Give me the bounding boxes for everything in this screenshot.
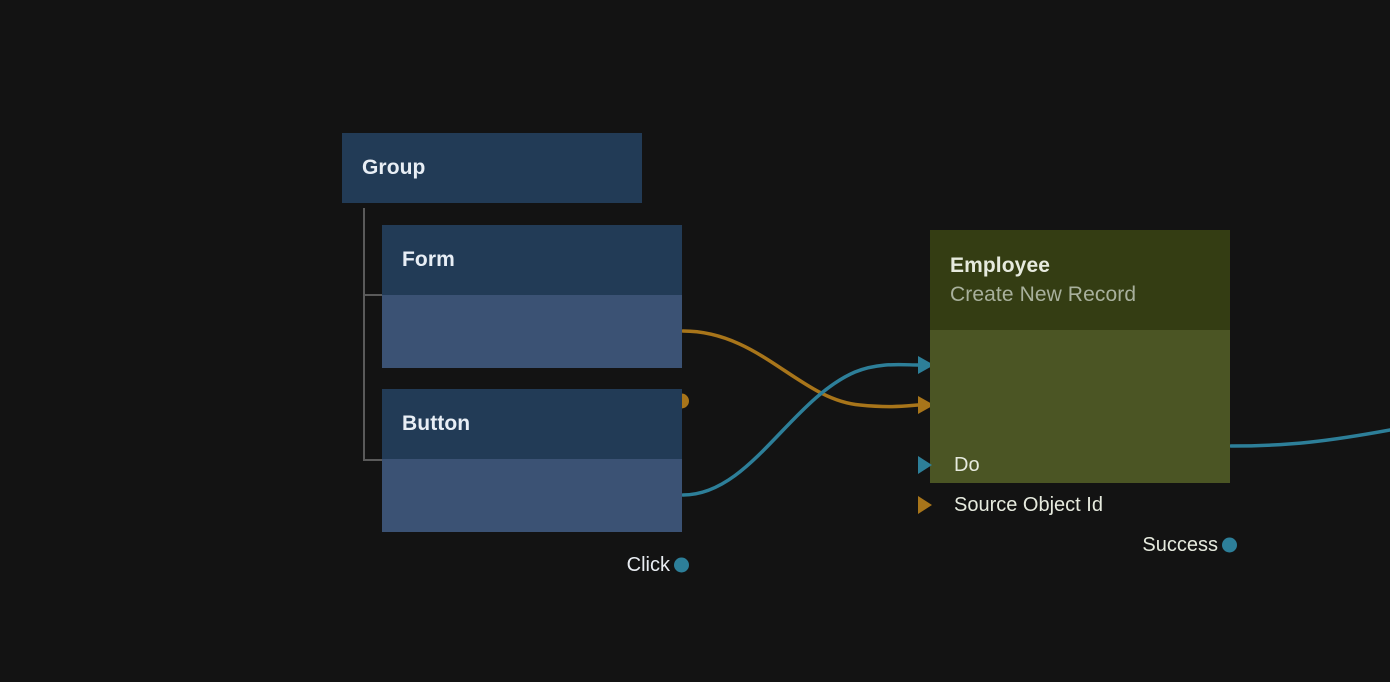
node-employee-body: Do Source Object Id Success: [918, 330, 1237, 556]
tree-branch-form: [363, 294, 383, 296]
node-group-header[interactable]: Group: [342, 133, 642, 203]
port-employee-source-object-id[interactable]: Source Object Id: [918, 492, 1103, 518]
node-group[interactable]: Group: [342, 133, 642, 203]
node-employee[interactable]: Employee Create New Record Do Source Obj…: [918, 230, 1237, 556]
port-arrow-icon[interactable]: [918, 496, 932, 514]
node-form[interactable]: Form Object Id: [382, 225, 689, 412]
node-group-title: Group: [362, 156, 426, 179]
port-employee-do-label: Do: [954, 453, 980, 476]
node-employee-header[interactable]: Employee Create New Record: [930, 230, 1230, 330]
node-button-header[interactable]: Button: [382, 389, 682, 459]
wire-click-to-do: [681, 362, 920, 497]
port-button-click-label: Click: [626, 553, 670, 576]
node-button-title: Button: [402, 412, 471, 435]
node-button-body: Click: [382, 459, 689, 576]
port-button-click[interactable]: Click: [626, 552, 689, 578]
node-button[interactable]: Button Click: [382, 389, 689, 576]
tree-branch-button: [363, 459, 393, 461]
port-employee-source-object-id-label: Source Object Id: [954, 493, 1103, 516]
node-form-title: Form: [402, 248, 455, 271]
port-dot-icon[interactable]: [1222, 537, 1237, 553]
wire-objectid-to-sourceid: [681, 329, 920, 409]
port-employee-success[interactable]: Success: [1142, 532, 1237, 558]
port-arrow-icon[interactable]: [918, 456, 932, 474]
tree-vertical-line: [363, 208, 365, 461]
node-form-body: Object Id: [382, 295, 689, 412]
port-employee-do[interactable]: Do: [918, 452, 980, 478]
node-employee-subtitle: Create New Record: [950, 283, 1137, 306]
node-employee-title: Employee: [950, 254, 1051, 277]
wire-success-offscreen: [1229, 428, 1390, 448]
port-dot-icon[interactable]: [674, 557, 689, 573]
node-form-header[interactable]: Form: [382, 225, 682, 295]
port-employee-success-label: Success: [1142, 533, 1218, 556]
